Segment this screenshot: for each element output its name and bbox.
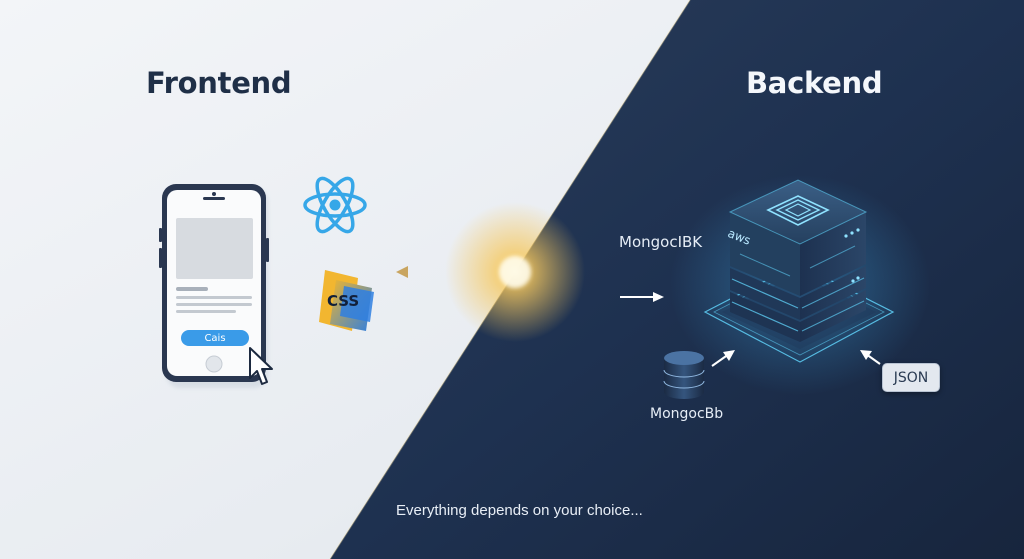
arrow-left-icon (396, 266, 408, 278)
server-stack (703, 179, 895, 363)
css-logo-text: CSS (327, 292, 360, 310)
database-icon (663, 351, 705, 399)
phone-mockup (159, 184, 269, 388)
phone-button-label: Cais (204, 332, 226, 344)
css-logo-icon (319, 270, 374, 331)
arrow-json-server-icon (860, 350, 872, 360)
phone-cta-button[interactable] (181, 330, 249, 346)
json-badge: JSON (882, 363, 940, 392)
react-logo-icon (303, 176, 367, 234)
cursor-icon (249, 347, 273, 385)
arrow-db-server-icon (723, 350, 735, 361)
mongo-label-bottom: MongocBb (650, 406, 724, 422)
frontend-title: Frontend (146, 66, 292, 100)
tagline: Everything depends on your choice... (396, 502, 643, 519)
backend-title: Backend (746, 66, 883, 100)
mongo-label-top: MongocIBK (619, 233, 703, 251)
image-placeholder (176, 218, 253, 279)
phone-home-button (205, 355, 223, 373)
arrow-right-icon (653, 292, 664, 302)
